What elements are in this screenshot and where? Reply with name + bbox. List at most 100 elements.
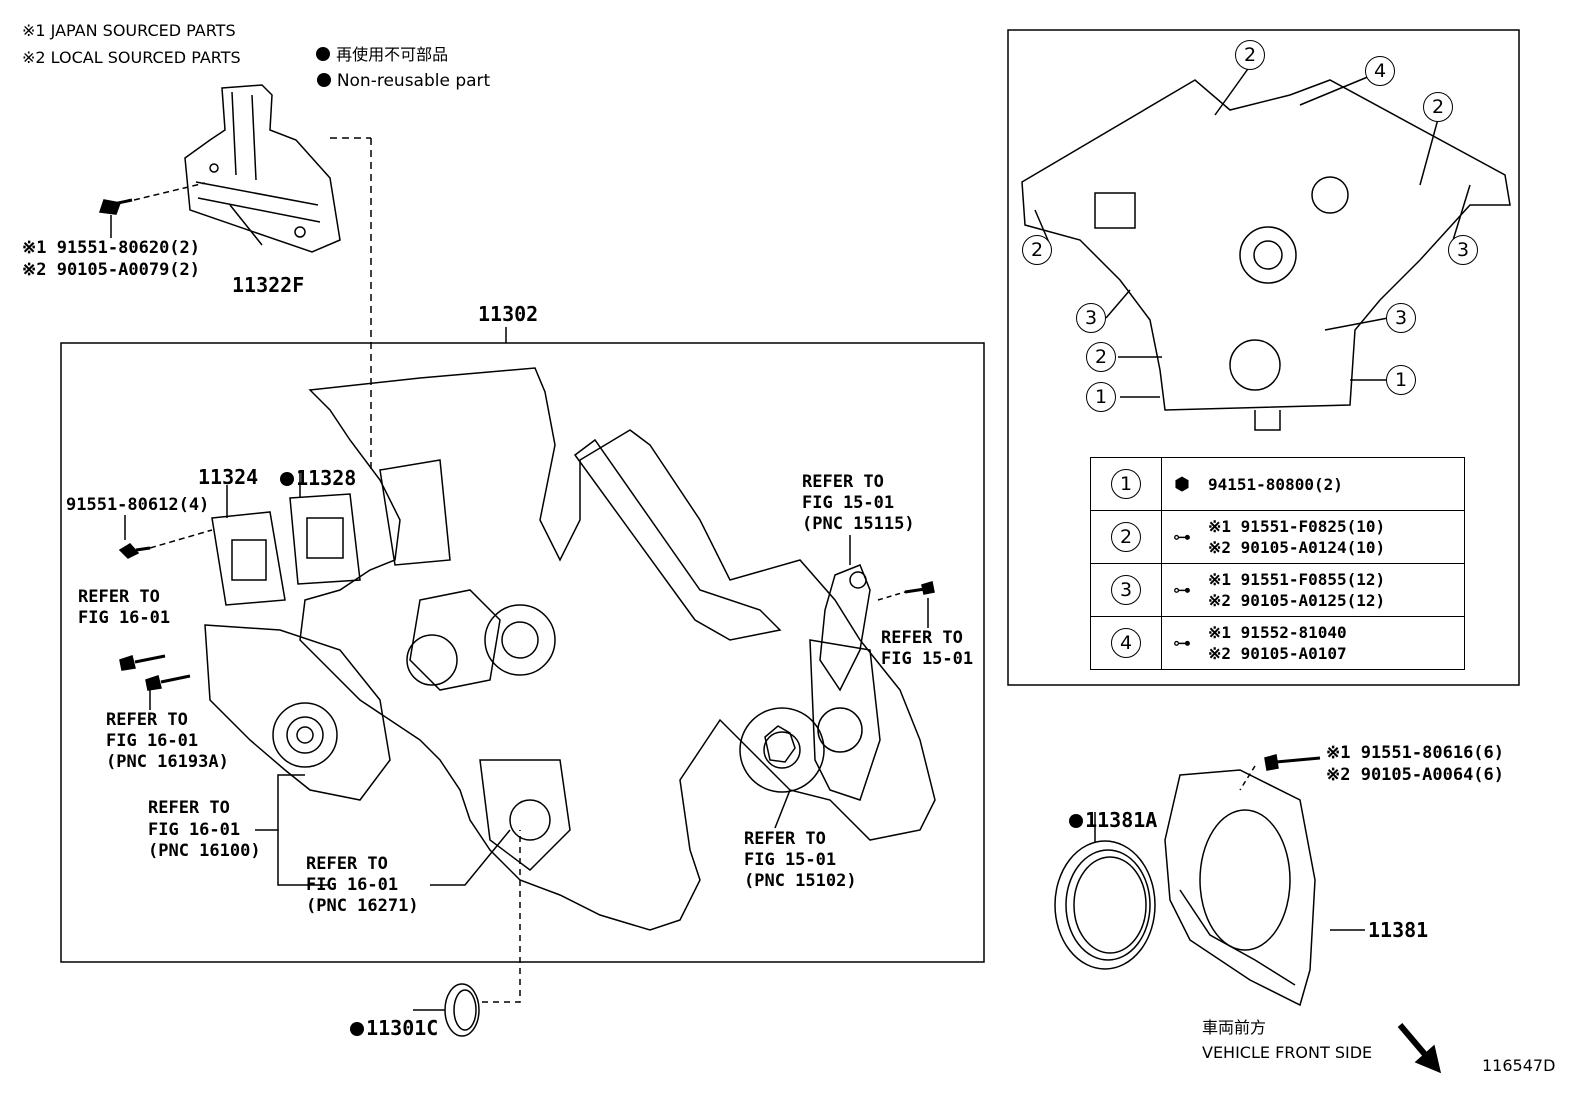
table-row: 3 ⊶ ※1 91551-F0855(12) ※2 90105-A0125(12… [1090,563,1465,617]
nonreuse-bullet-icon [1069,814,1084,828]
table-row: 2 ⊶ ※1 91551-F0825(10) ※2 90105-A0124(10… [1090,510,1465,564]
legend-nonreuse-jp: 再使用不可部品 [306,25,448,65]
water-pump-drawing [204,624,391,801]
ref-16-01-d-line3: (PNC 16271) [306,896,419,916]
inset-callout-3: 3 [1448,235,1478,265]
inset-cover-drawing [1021,79,1511,431]
inset-callout-2: 2 [1235,40,1265,70]
bracket-11322F-drawing [98,84,341,253]
inset-callout-2: 2 [1022,235,1052,265]
gasket-11324-drawing [211,511,286,606]
retainer-bolt-1: ※1 91551-80616(6) [1326,743,1505,763]
ref-16-01-d-line2: FIG 16-01 [306,875,399,895]
table-row-parts: ⊶ ※1 91552-81040 ※2 90105-A0107 [1161,616,1465,670]
legend-japan: ※1 JAPAN SOURCED PARTS [22,21,236,40]
inset-callout-1: 1 [1086,382,1116,412]
ref-16-01-d-line1: REFER TO [306,854,388,874]
table-row-number: 2 [1090,510,1162,564]
table-row-number: 3 [1090,563,1162,617]
part-11381-label: 11381 [1368,918,1429,942]
inset-callout-1: 1 [1386,365,1416,395]
front-arrow-drawing [1397,1023,1442,1074]
ref-15-01-b-line1: REFER TO [881,628,963,648]
nonreuse-en-text: Non-reusable part [336,71,491,91]
part-number: ※2 90105-A0107 [1208,644,1347,663]
row-callout-3: 3 [1111,575,1141,605]
inset-frame [1007,29,1520,686]
legend-nonreuse-en: Non-reusable part [306,51,490,91]
ref-16-01-c-line3: (PNC 16100) [148,841,261,861]
front-side-jp: 車両前方 [1202,1018,1267,1037]
table-row-number: 4 [1090,616,1162,670]
table-row: 1 ⬢ 94151-80800(2) [1090,457,1465,511]
timing-cover-drawing [299,367,936,931]
nonreuse-bullet-icon [316,73,331,87]
part-11302-label: 11302 [478,302,539,326]
part-11328-number: 11328 [296,466,357,490]
legend-local: ※2 LOCAL SOURCED PARTS [22,48,241,67]
table-row-parts: ⊶ ※1 91551-F0855(12) ※2 90105-A0125(12) [1161,563,1465,617]
part-11322F-label: 11322F [232,273,305,297]
main-frame [60,342,985,963]
row-callout-2: 2 [1111,522,1141,552]
part-number: 94151-80800(2) [1208,474,1343,494]
ref-16-01-b-line2: FIG 16-01 [106,731,199,751]
ref-16-01-b-line1: REFER TO [106,710,188,730]
inset-callout-3: 3 [1386,303,1416,333]
oil-pump-rotor-drawing [739,707,825,793]
inset-callout-2: 2 [1086,342,1116,372]
bolt-icon: ⊶ [1173,579,1191,601]
part-11324-label: 11324 [198,465,259,489]
ref-15-01-c-line2: FIG 15-01 [744,850,837,870]
ref-16-01-b-line3: (PNC 16193A) [106,752,229,772]
part-11301C-label: 11301C [326,998,438,1038]
table-row-parts: ⬢ 94151-80800(2) [1161,457,1465,511]
ref-16-01-c-line2: FIG 16-01 [148,820,241,840]
bolt-91551-80612-label: 91551-80612(4) [66,495,210,515]
table-row-number: 1 [1090,457,1162,511]
inset-callout-4: 4 [1365,56,1395,86]
ref-15-01-c-line3: (PNC 15102) [744,871,857,891]
ref-15-01-c-line1: REFER TO [744,829,826,849]
nonreuse-bullet-icon [350,1022,365,1036]
part-11301C-number: 11301C [366,1016,439,1040]
part-number: ※1 91551-F0825(10) [1208,517,1386,536]
part-number: ※1 91552-81040 [1208,623,1347,642]
fastener-table: 1 ⬢ 94151-80800(2) 2 ⊶ ※1 91551-F0825(10… [1090,457,1465,670]
ref-16-01-c-line1: REFER TO [148,798,230,818]
table-row-parts: ⊶ ※1 91551-F0825(10) ※2 90105-A0124(10) [1161,510,1465,564]
table-row: 4 ⊶ ※1 91552-81040 ※2 90105-A0107 [1090,616,1465,670]
bolt-icon: ⊶ [1173,632,1191,654]
ref-15-01-b-line2: FIG 15-01 [881,649,974,669]
row-callout-1: 1 [1111,469,1141,499]
nonreuse-bullet-icon [280,472,295,486]
part-11381A-number: 11381A [1085,808,1158,832]
row-callout-4: 4 [1111,628,1141,658]
gasket-11328-drawing [289,493,361,585]
bracket-bolt-2: ※2 90105-A0079(2) [22,260,201,280]
part-11328-label: 11328 [256,448,356,488]
retainer-bolt-2: ※2 90105-A0064(6) [1326,765,1505,785]
inset-callout-3: 3 [1076,303,1106,333]
ref-15-01-a-line3: (PNC 15115) [802,514,915,534]
ref-16-01-a-line2: FIG 16-01 [78,608,171,628]
nonreuse-jp-text: 再使用不可部品 [336,45,449,64]
inset-callout-2: 2 [1423,92,1453,122]
part-11381A-label: 11381A [1045,790,1157,830]
part-number: ※1 91551-F0855(12) [1208,570,1386,589]
retainer-11381-drawing [1164,769,1316,1007]
part-number: ※2 90105-A0125(12) [1208,591,1386,610]
ref-16-01-a-line1: REFER TO [78,587,160,607]
bolt-icon: ⊶ [1173,526,1191,548]
bracket-bolt-1: ※1 91551-80620(2) [22,238,201,258]
part-number: ※2 90105-A0124(10) [1208,538,1386,557]
ref-15-01-a-line1: REFER TO [802,472,884,492]
ref-15-01-a-line2: FIG 15-01 [802,493,895,513]
nut-icon: ⬢ [1174,473,1190,495]
nonreuse-bullet-icon [316,47,331,61]
seal-11301C-drawing [444,983,480,1037]
front-side-en: VEHICLE FRONT SIDE [1202,1043,1373,1062]
seal-11381A-drawing [1054,840,1156,970]
illustration-code: 116547D [1482,1056,1556,1075]
